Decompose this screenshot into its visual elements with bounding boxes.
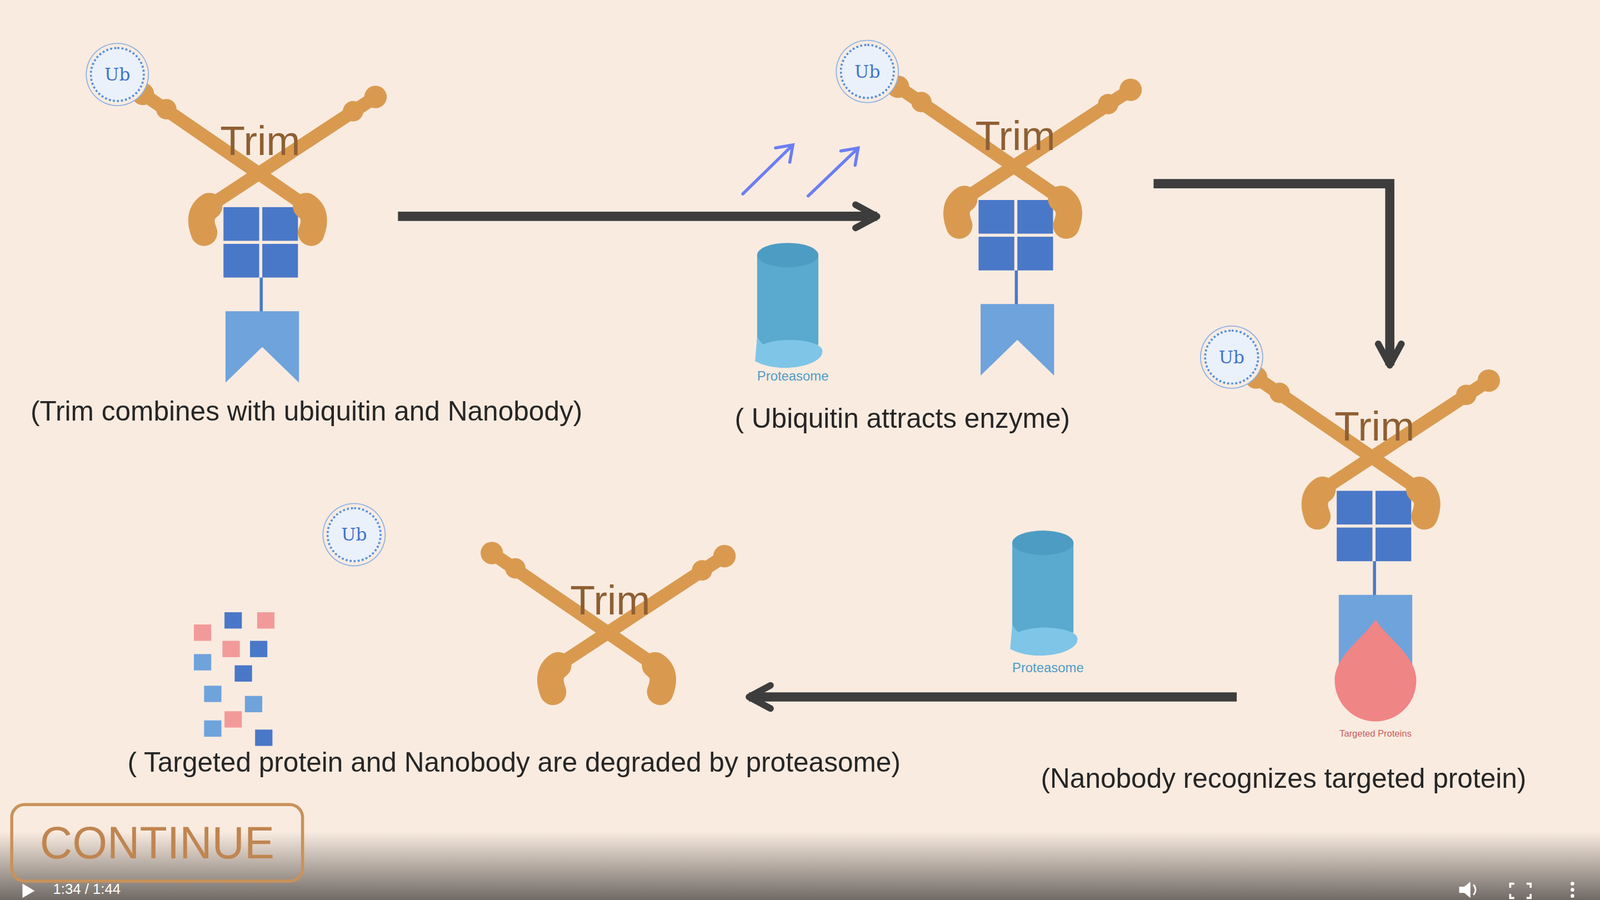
trim-figure: Trim (475, 542, 745, 645)
trim-figure: Trim (126, 83, 394, 385)
proteasome: Proteasome (746, 242, 839, 384)
button-label: CONTINUE (40, 817, 275, 869)
trim-figure: Trim (881, 76, 1150, 378)
node-label: Ub (1218, 346, 1245, 368)
proteasome: Proteasome (1002, 530, 1094, 676)
flow-arrow (748, 692, 1237, 702)
node-label: Proteasome (757, 368, 829, 384)
play-icon (22, 883, 35, 899)
step-caption: ( Targeted protein and Nanobody are degr… (127, 746, 901, 779)
ubiquitin-circle: Ub (326, 507, 382, 563)
trim-label: Trim (1240, 402, 1508, 452)
node-label: Targeted Proteins (1339, 728, 1412, 739)
trim-label: Trim (881, 111, 1150, 160)
targeted-protein: Targeted Proteins (1324, 616, 1427, 739)
node-label: Ub (854, 61, 880, 82)
continue-button: CONTINUE (10, 803, 304, 883)
flow-arrow (397, 211, 877, 222)
node-label: Ub (341, 524, 367, 545)
enzyme-arrows (742, 145, 859, 197)
flow-arrow (1153, 183, 1390, 366)
video-time: 1:34 / 1:44 (53, 880, 122, 897)
ubiquitin-circle: Ub (840, 43, 895, 99)
ubiquitin-circle: Ub (1203, 329, 1259, 385)
protein-fragments (193, 612, 275, 747)
trim-label: Trim (475, 575, 745, 625)
trim-figure: Trim (1240, 369, 1508, 666)
trim-label: Trim (126, 116, 394, 165)
step-caption: (Nanobody recognizes targeted protein) (1040, 763, 1527, 795)
ubiquitin-circle: Ub (90, 46, 145, 102)
targeted-protein (1334, 619, 1417, 722)
proteasome-symbol (755, 242, 823, 368)
player-icons (1459, 881, 1575, 898)
step-caption: ( Ubiquitin attracts enzyme) (734, 403, 1070, 435)
proteasome-symbol (1010, 530, 1078, 656)
step-caption: (Trim combines with ubiquitin and Nanobo… (30, 396, 583, 428)
node-label: Proteasome (1012, 660, 1084, 676)
node-label: Ub (104, 64, 130, 85)
